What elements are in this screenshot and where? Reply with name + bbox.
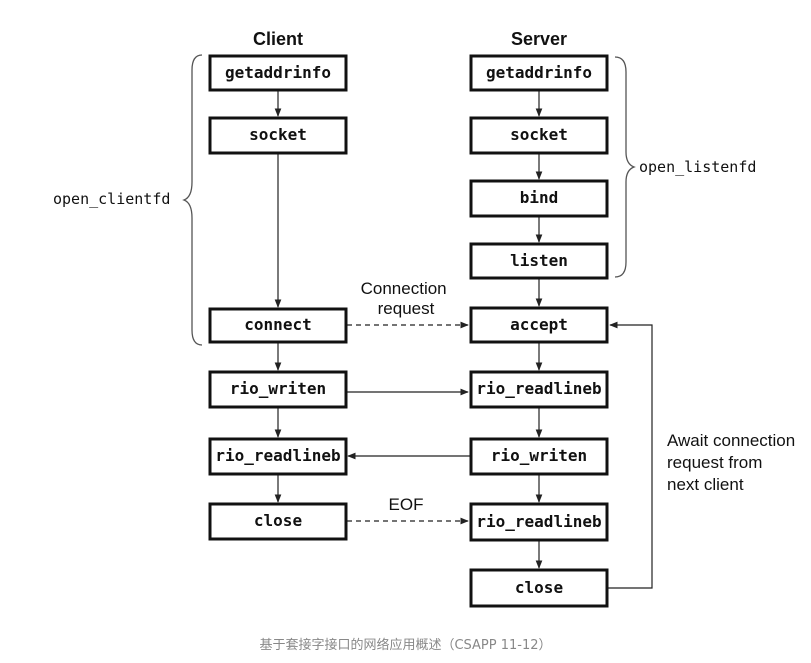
client-box-socket: socket [208,116,348,155]
client-box-rio-readlineb-label: rio_readlineb [215,446,340,465]
server-box-getaddrinfo-label: getaddrinfo [486,63,592,82]
server-box-rio-readlineb-1-label: rio_readlineb [476,379,601,398]
label-await-line3: next client [667,475,744,494]
server-box-rio-writen: rio_writen [469,437,609,476]
server-box-bind: bind [469,179,609,218]
server-box-accept-label: accept [510,315,568,334]
client-box-close: close [208,502,348,541]
group-label-server: open_listenfd [639,158,756,176]
server-box-listen: listen [469,242,609,280]
edge-loop-next-client [608,321,653,589]
client-box-connect-label: connect [244,315,311,334]
client-box-getaddrinfo: getaddrinfo [208,54,348,92]
server-box-socket-label: socket [510,125,568,144]
server-box-accept: accept [469,306,609,344]
server-box-listen-label: listen [510,251,568,270]
client-box-rio-writen-label: rio_writen [230,379,326,398]
client-box-connect: connect [208,307,348,344]
label-await-line2: request from [667,453,762,472]
server-box-close: close [469,568,609,608]
group-label-client: open_clientfd [53,190,170,208]
client-box-rio-writen: rio_writen [208,370,348,409]
server-box-getaddrinfo: getaddrinfo [469,54,609,92]
server-box-rio-writen-label: rio_writen [491,446,587,465]
client-group-brace [182,54,203,346]
server-heading: Server [511,29,567,49]
client-box-getaddrinfo-label: getaddrinfo [225,63,331,82]
server-box-socket: socket [469,116,609,155]
client-box-socket-label: socket [249,125,307,144]
label-connection-request: Connection request [361,279,452,318]
label-connection-request-line1: Connection [361,279,447,298]
client-box-close-label: close [254,511,302,530]
server-box-rio-readlineb-2-label: rio_readlineb [476,512,601,531]
socket-flow-diagram: Client Server open_clientfd open_listenf… [53,29,800,608]
label-await: Await connection request from next clien… [667,431,800,494]
server-box-rio-readlineb-1: rio_readlineb [469,370,609,409]
server-box-rio-readlineb-2: rio_readlineb [469,502,609,542]
client-box-rio-readlineb: rio_readlineb [208,437,348,476]
label-eof: EOF [389,495,424,514]
label-connection-request-line2: request [378,299,435,318]
client-heading: Client [253,29,303,49]
label-await-line1: Await connection [667,431,795,450]
figure-caption: 基于套接字接口的网络应用概述（CSAPP 11-12） [259,638,552,653]
server-box-bind-label: bind [520,188,559,207]
server-group-brace [614,56,636,278]
server-box-close-label: close [515,578,563,597]
